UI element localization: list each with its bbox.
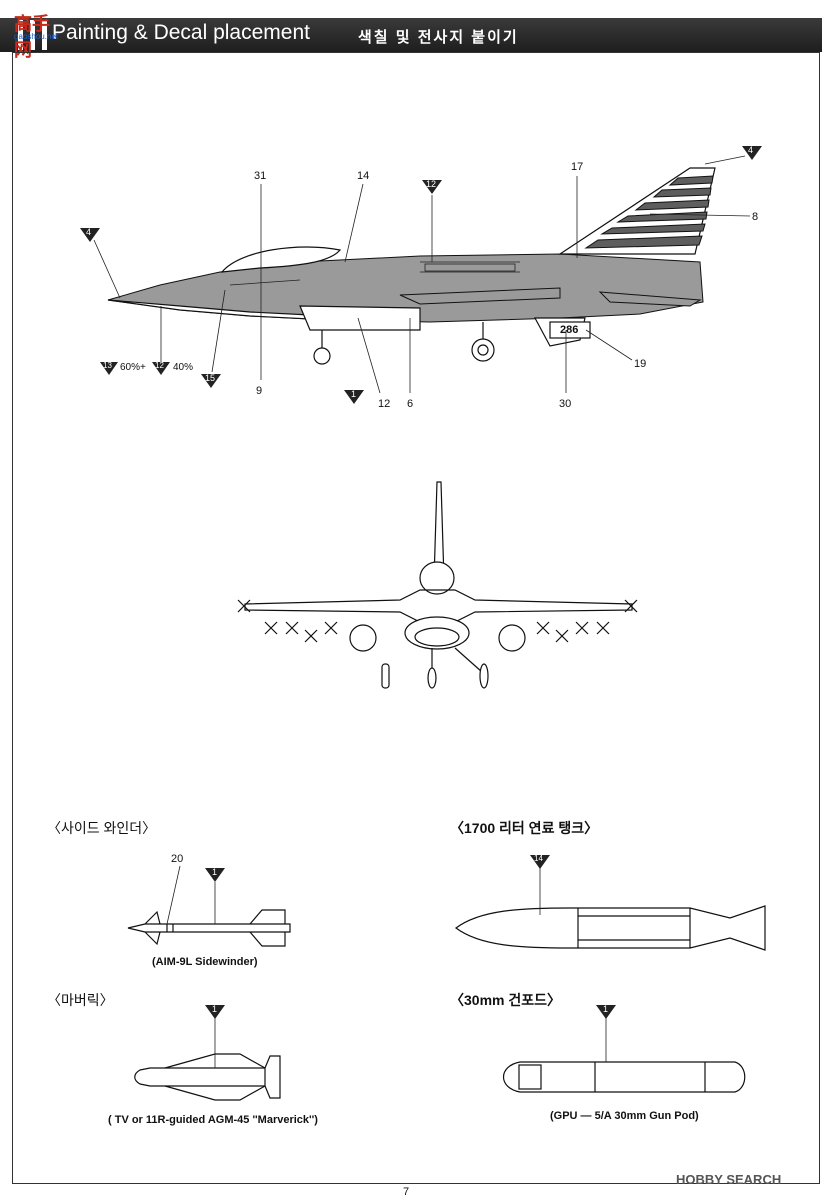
header-stripe — [30, 20, 35, 50]
sidewinder-heading: 〈사이드 와인더〉 — [47, 820, 157, 836]
fuel-tank-marker: 14 — [534, 854, 543, 863]
intake — [299, 305, 421, 331]
page-frame — [12, 52, 820, 1184]
decal-number-17: 17 — [571, 161, 584, 173]
header-stripe — [42, 20, 47, 50]
decal-number-14: 14 — [357, 170, 370, 182]
maverick-caption: ( TV or 11R-guided AGM-45 ''Marverick'') — [108, 1114, 318, 1126]
gun-pod-marker: 1 — [603, 1004, 609, 1014]
gun-pod-drawing — [503, 1005, 746, 1093]
maverick-heading: 〈마버릭〉 — [47, 992, 114, 1008]
left-stores — [237, 599, 338, 643]
page-title-korean: 색칠 및 전사지 붙이기 — [358, 29, 519, 46]
color-mix-40: 40% — [173, 362, 194, 373]
site-logo-url: gaoshou.net — [14, 32, 59, 41]
marker-4-nose: 4 — [86, 227, 92, 237]
marker-4-tail: 4 — [748, 145, 754, 155]
page-number: 7 — [403, 1186, 410, 1198]
site-logo: 高手网 gaoshou.net — [6, 4, 66, 60]
fuel-tank-drawing — [454, 855, 766, 951]
side-view-aircraft — [107, 167, 716, 365]
site-logo-text: 高手网 — [14, 14, 50, 60]
front-view-aircraft — [237, 481, 638, 689]
decal-number-9: 9 — [256, 385, 263, 397]
front-wings — [244, 589, 633, 623]
decal-number-20: 20 — [171, 853, 184, 865]
marker-12-top: 12 — [426, 179, 437, 189]
maverick-marker: 1 — [212, 1004, 218, 1014]
tail-code: 286 — [560, 324, 579, 336]
decal-number-12: 12 — [378, 398, 391, 410]
decal-number-19: 19 — [634, 358, 647, 370]
decal-number-30: 30 — [559, 398, 572, 410]
marker-15: 15 — [205, 373, 216, 383]
marker-1: 1 — [351, 389, 357, 399]
decal-number-6: 6 — [407, 398, 414, 410]
maverick-drawing — [134, 1005, 281, 1101]
header-bar — [0, 18, 822, 52]
left-fuel-tank-front — [349, 624, 377, 652]
marker-12-mix: 12 — [155, 361, 164, 370]
sidewinder-drawing — [127, 865, 291, 947]
marker-13: 13 — [103, 361, 112, 370]
right-fuel-tank-front — [498, 624, 526, 652]
sidewinder-marker: 1 — [212, 867, 218, 877]
sidewinder-caption: (AIM-9L Sidewinder) — [152, 956, 258, 968]
landing-gear — [313, 322, 495, 365]
fuel-tank-heading: 〈1700 리터 연료 탱크〉 — [450, 820, 599, 836]
decal-number-31: 31 — [254, 170, 267, 182]
side-view-leaders — [93, 155, 751, 394]
color-mix-60: 60%+ — [120, 362, 146, 373]
gun-pod-caption: (GPU — 5/A 30mm Gun Pod) — [550, 1110, 699, 1122]
canopy — [220, 246, 342, 273]
header-stripe — [18, 20, 23, 50]
front-canopy — [419, 561, 455, 595]
gun-pod-heading: 〈30mm 건포드〉 — [450, 992, 561, 1008]
wing — [399, 287, 561, 305]
right-stores — [536, 599, 638, 643]
page-title: Painting & Decal placement — [52, 21, 310, 44]
side-view-markers — [80, 146, 762, 404]
hobby-search-watermark: HOBBY SEARCH — [676, 1172, 782, 1187]
decal-number-8: 8 — [752, 211, 759, 223]
horizontal-stabilizer — [598, 291, 702, 307]
